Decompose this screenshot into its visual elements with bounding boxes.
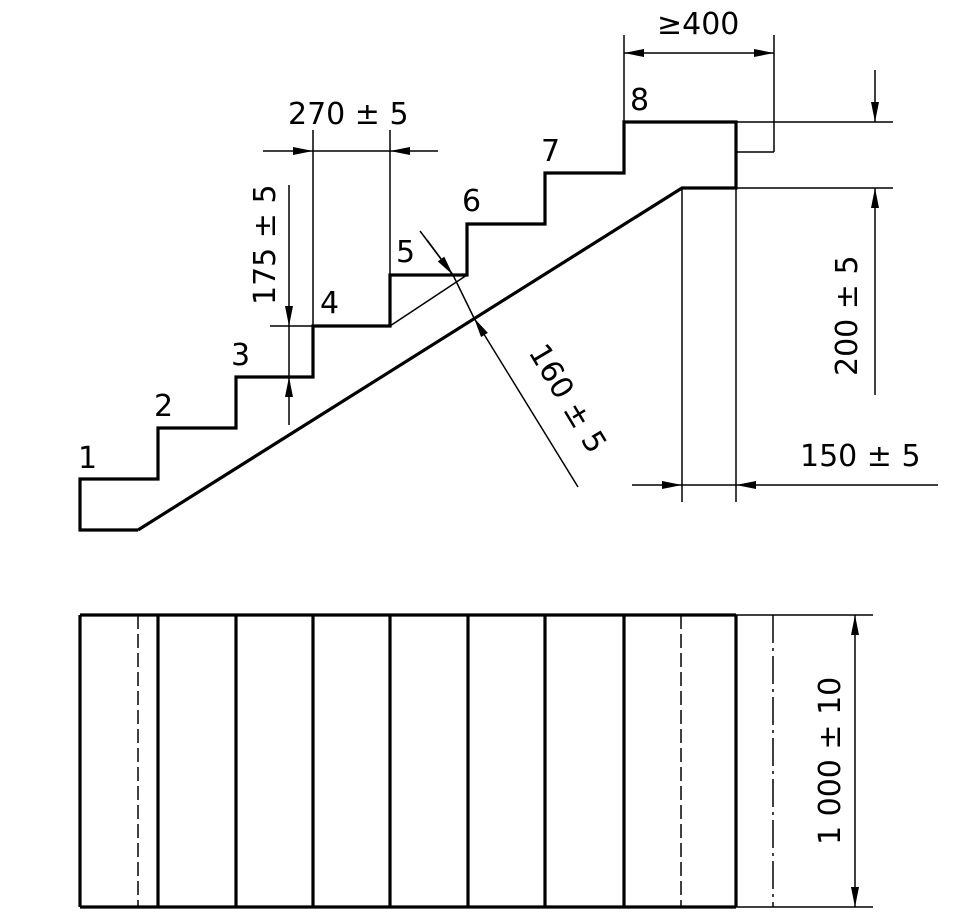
step-label-5: 5 (396, 235, 415, 270)
step-label-8: 8 (630, 83, 649, 118)
step-label-2: 2 (154, 389, 173, 424)
step-label-1: 1 (78, 441, 97, 476)
riser-dimension: 175 ± 5 (248, 184, 313, 425)
step-label-6: 6 (462, 184, 481, 219)
landing-thickness-dimension: 200 ± 5 (736, 70, 893, 395)
bearing-label: 150 ± 5 (800, 439, 921, 474)
landing-length-dimension: ≥400 (623, 7, 775, 153)
landing-thickness-label: 200 ± 5 (830, 255, 865, 376)
plan-view: 1 000 ± 10 (78, 613, 873, 909)
bearing-dimension: 150 ± 5 (632, 188, 938, 502)
tread-dimension: 270 ± 5 (263, 97, 438, 326)
waist-dimension: 160 ± 5 (419, 230, 613, 488)
tread-dimension-label: 270 ± 5 (288, 97, 409, 132)
step-label-7: 7 (541, 134, 560, 169)
step-label-3: 3 (231, 338, 250, 373)
waist-dimension-label: 160 ± 5 (521, 338, 613, 459)
step-label-4: 4 (320, 286, 339, 321)
step-5-nosing-line (389, 274, 468, 327)
landing-length-label: ≥400 (657, 7, 739, 42)
stair-profile (78, 120, 738, 532)
riser-dimension-label: 175 ± 5 (248, 184, 283, 305)
plan-width-label: 1 000 ± 10 (813, 677, 848, 845)
